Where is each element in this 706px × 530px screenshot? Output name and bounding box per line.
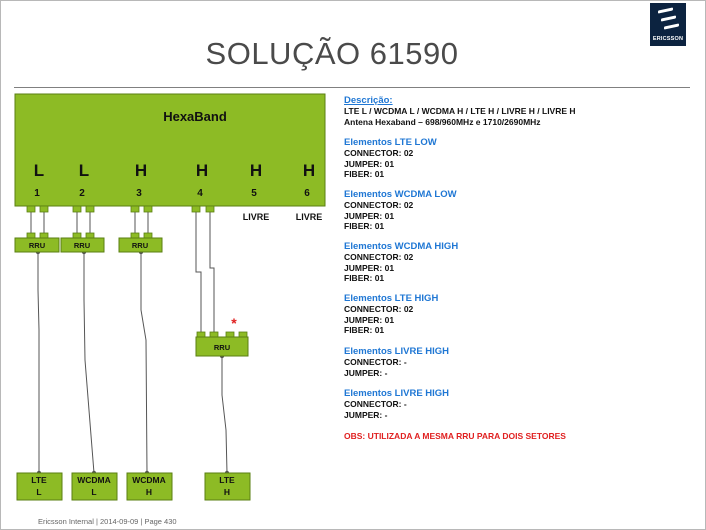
fiber-line <box>221 356 228 474</box>
obs-note: OBS: UTILIZADA A MESMA RRU PARA DOIS SET… <box>344 431 566 442</box>
group-heading: Elementos LIVRE HIGH <box>344 346 450 357</box>
description-line: Antena Hexaband – 698/960MHz e 1710/2690… <box>344 116 541 127</box>
group-line: CONNECTOR: - <box>344 399 407 409</box>
group-line: CONNECTOR: 02 <box>344 200 414 210</box>
port-band-label: H <box>196 161 208 180</box>
sector-box-lte-l: LTE L <box>16 472 63 501</box>
elements-group-wcdma-low: Elementos WCDMA LOW CONNECTOR: 02 JUMPER… <box>344 189 457 232</box>
ericsson-logo: ERICSSON <box>650 3 686 46</box>
elements-group-lte-high: Elementos LTE HIGH CONNECTOR: 02 JUMPER:… <box>344 293 438 336</box>
sector-line2: H <box>146 487 152 497</box>
fiber-line <box>83 252 95 474</box>
group-line: FIBER: 01 <box>344 273 385 283</box>
rru-label: RRU <box>132 241 148 250</box>
port-free-label: LIVRE <box>296 212 323 222</box>
sector-line1: LTE <box>219 475 235 485</box>
sector-line1: WCDMA <box>77 475 111 485</box>
connector-pin <box>205 205 215 213</box>
connector-pin <box>85 205 95 213</box>
connector-pin <box>39 205 49 213</box>
port-free-label: LIVRE <box>243 212 270 222</box>
group-line: JUMPER: - <box>344 367 388 378</box>
port-band-label: L <box>79 161 89 180</box>
rru-label: RRU <box>29 241 45 250</box>
slide-footer: Ericsson Internal | 2014-09-09 | Page 43… <box>38 517 177 526</box>
group-heading: Elementos LTE HIGH <box>344 293 439 304</box>
sector-line1: WCDMA <box>132 475 166 485</box>
sector-line2: H <box>224 487 230 497</box>
group-line: CONNECTOR: - <box>344 357 407 367</box>
group-heading: Elementos LIVRE HIGH <box>344 388 450 399</box>
logo-wordmark: ERICSSON <box>652 36 684 42</box>
sector-line2: L <box>36 487 41 497</box>
group-line: JUMPER: 01 <box>344 262 395 273</box>
elements-group-lte-low: Elementos LTE LOW CONNECTOR: 02 JUMPER: … <box>344 137 437 180</box>
rru-unit-4: RRU <box>195 336 249 357</box>
connector-pin <box>191 205 201 213</box>
sector-box-lte-h: LTE H <box>204 472 251 501</box>
description-block: Descrição: LTE L / WCDMA L / WCDMA H / L… <box>344 95 576 127</box>
jumper-line <box>195 210 202 335</box>
elements-group-wcdma-high: Elementos WCDMA HIGH CONNECTOR: 02 JUMPE… <box>344 241 458 284</box>
title-divider <box>14 87 690 88</box>
rru-label: RRU <box>214 343 230 352</box>
group-heading: Elementos WCDMA HIGH <box>344 241 459 252</box>
rru-unit-3: RRU <box>118 237 163 253</box>
group-heading: Elementos LTE LOW <box>344 137 437 148</box>
port-number-label: 5 <box>251 188 257 199</box>
port-band-label: L <box>34 161 44 180</box>
asterisk-mark: * <box>231 315 237 331</box>
fiber-line <box>140 252 148 474</box>
connector-pin <box>143 205 153 213</box>
group-line: JUMPER: 01 <box>344 314 395 325</box>
group-line: CONNECTOR: 02 <box>344 304 414 314</box>
group-line: JUMPER: - <box>344 409 388 420</box>
group-line: JUMPER: 01 <box>344 210 395 221</box>
port-number-label: 2 <box>79 188 85 199</box>
port-number-label: 6 <box>304 188 310 199</box>
connector-pin <box>72 205 82 213</box>
group-line: FIBER: 01 <box>344 169 385 179</box>
obs-text: OBS: UTILIZADA A MESMA RRU PARA DOIS SET… <box>344 431 566 441</box>
antenna-body <box>14 93 326 207</box>
elements-group-livre-high-2: Elementos LIVRE HIGH CONNECTOR: - JUMPER… <box>344 388 449 420</box>
elements-group-livre-high: Elementos LIVRE HIGH CONNECTOR: - JUMPER… <box>344 346 449 378</box>
port-number-label: 1 <box>34 188 40 199</box>
port-number-label: 4 <box>197 188 203 199</box>
group-line: FIBER: 01 <box>344 325 385 335</box>
sector-box-wcdma-l: WCDMA L <box>71 472 118 501</box>
group-line: JUMPER: 01 <box>344 158 395 169</box>
sector-line2: L <box>91 487 96 497</box>
port-band-label: H <box>303 161 315 180</box>
description-label: Descrição: <box>344 95 393 106</box>
jumper-line <box>209 210 215 335</box>
group-line: CONNECTOR: 02 <box>344 148 414 158</box>
group-line: CONNECTOR: 02 <box>344 252 414 262</box>
sector-box-wcdma-h: WCDMA H <box>126 472 173 501</box>
connector-pin <box>26 205 36 213</box>
connector-pin <box>130 205 140 213</box>
port-band-label: H <box>250 161 262 180</box>
port-number-label: 3 <box>136 188 142 199</box>
fiber-line <box>37 252 40 473</box>
group-heading: Elementos WCDMA LOW <box>344 189 457 200</box>
sector-line1: LTE <box>31 475 47 485</box>
antenna-name: HexaBand <box>163 109 227 124</box>
slide-title: SOLUÇÃO 61590 <box>205 36 459 71</box>
rru-unit-1: RRU <box>14 237 60 253</box>
group-line: FIBER: 01 <box>344 221 385 231</box>
description-line: LTE L / WCDMA L / WCDMA H / LTE H / LIVR… <box>344 106 576 116</box>
rru-label: RRU <box>74 241 90 250</box>
port-band-label: H <box>135 161 147 180</box>
rru-unit-2: RRU <box>60 237 105 253</box>
